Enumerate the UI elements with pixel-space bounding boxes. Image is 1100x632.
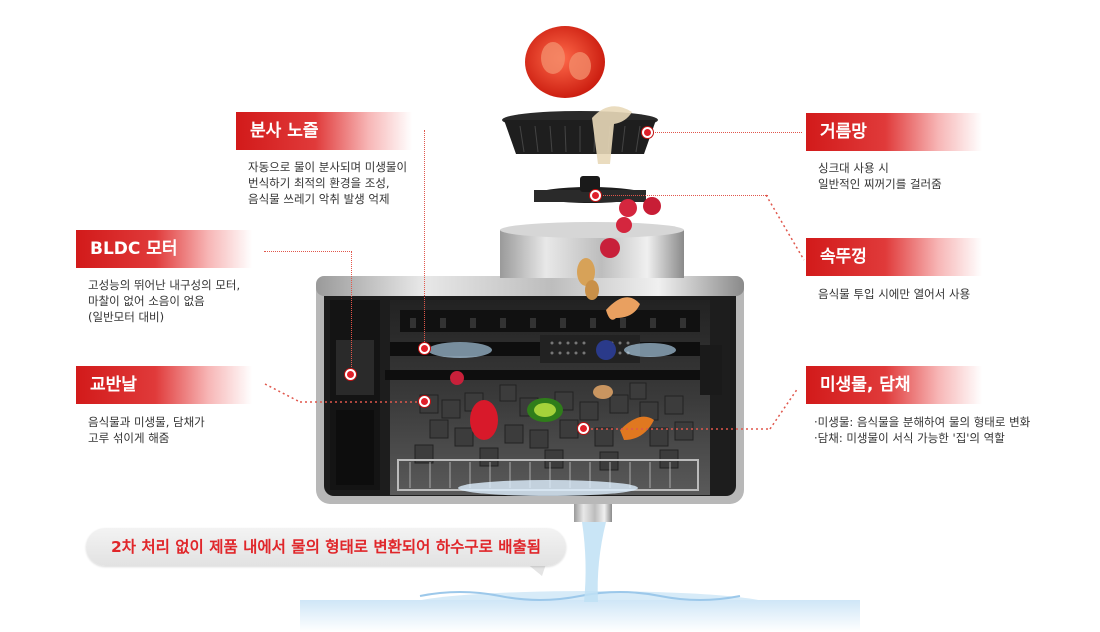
strainer [502, 106, 658, 164]
connector-motor-h [264, 251, 352, 252]
desc-inner-lid: 음식물 투입 시에만 열어서 사용 [818, 287, 971, 301]
water-stream [582, 522, 606, 602]
discharge-note-bubble: 2차 처리 없이 제품 내에서 물의 형태로 변환되어 하수구로 배출됨 [86, 528, 566, 566]
label-spray-nozzle: 분사 노즐 [236, 112, 412, 150]
marker-motor [345, 369, 356, 380]
desc-microbe: ·미생물: 음식물을 분해하여 물의 형태로 변화 ·담채: 미생물이 서식 가… [814, 415, 1031, 445]
drain-pipe [574, 500, 612, 522]
label-strainer: 거름망 [806, 113, 982, 151]
desc-strainer: 싱크대 사용 시 일반적인 찌꺼기를 걸러줌 [818, 161, 942, 191]
water-pool [300, 591, 860, 632]
label-inner-lid: 속뚜껑 [806, 238, 982, 276]
marker-strainer [642, 127, 653, 138]
connector-spray [424, 130, 425, 348]
connector-microbe [586, 387, 799, 430]
tomato [525, 26, 605, 98]
marker-lid [590, 190, 601, 201]
connector-blade [264, 383, 426, 403]
connector-lid-h [598, 195, 768, 196]
connector-strainer [650, 132, 802, 133]
main-housing [316, 276, 744, 504]
connector-lid-diag [765, 194, 805, 261]
desc-stirring-blade: 음식물과 미생물, 담채가 고루 섞이게 해줌 [88, 415, 205, 445]
marker-microbe [578, 423, 589, 434]
inner-lid [534, 176, 646, 203]
desc-bldc-motor: 고성능의 뛰어난 내구성의 모터, 마찰이 없어 소음이 없음 (일반모터 대비… [88, 278, 241, 324]
marker-blade [419, 396, 430, 407]
label-bldc-motor: BLDC 모터 [76, 230, 252, 268]
desc-spray-nozzle: 자동으로 물이 분사되며 미생물이 번식하기 최적의 환경을 조성, 음식물 쓰… [248, 160, 408, 206]
connector-motor-v [351, 251, 352, 375]
marker-spray [419, 343, 430, 354]
label-stirring-blade: 교반날 [76, 366, 252, 404]
falling-food [577, 197, 661, 320]
label-microbe: 미생물, 담채 [806, 366, 982, 404]
